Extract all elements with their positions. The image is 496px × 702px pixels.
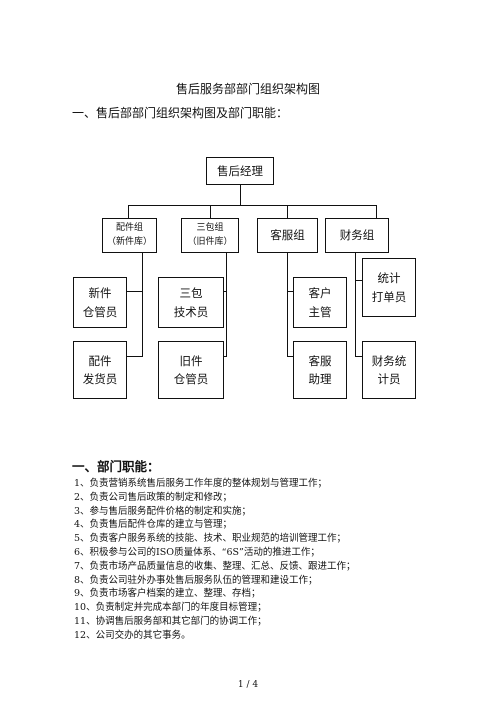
connector-group-4-up: [376, 205, 377, 218]
connector-service-trunk: [287, 253, 288, 357]
connector-parts-trunk: [142, 253, 143, 357]
duty-item: 10、负责制定并完成本部门的年度目标管理；: [74, 602, 267, 614]
connector-finance-trunk: [355, 253, 356, 357]
connector-root-down: [240, 185, 241, 205]
document-title: 售后服务部部门组织架构图: [175, 82, 320, 96]
duty-item: 3、参与售后服务配件价格的制定和实施；: [74, 505, 252, 517]
connector-group-3-up: [287, 205, 288, 218]
org-role-line1: 旧件: [179, 353, 203, 368]
duty-item: 4、负责售后配件仓库的建立与管理；: [74, 519, 233, 531]
connector-finance-branch-b: [355, 356, 362, 357]
org-role-line2: 发货员: [82, 372, 118, 386]
org-role-line2: 助理: [308, 372, 332, 386]
page-indicator: 1 / 4: [237, 680, 259, 690]
org-role-line1: 财务统: [371, 353, 407, 368]
duty-item: 5、负责客户服务系统的技能、技术、职业规范的培训管理工作；: [74, 533, 347, 545]
duty-item: 9、负责市场客户档案的建立、整理、存档；: [74, 588, 261, 600]
org-group-warranty-line2: （旧件库）: [187, 236, 233, 247]
org-role-line2: 打单员: [371, 289, 407, 304]
org-group-finance-line1: 财务组: [339, 228, 375, 243]
org-role-line1: 三包: [179, 286, 203, 301]
connector-service-branch-a: [287, 291, 293, 292]
org-group-warranty-line1: 三包组: [196, 223, 224, 233]
section-heading-duties: 一、部门职能：: [72, 459, 160, 474]
org-role-new-parts-keeper: 新件 仓管员: [73, 277, 127, 328]
org-group-parts: 配件组 （新件库）: [102, 218, 157, 253]
org-group-parts-line2: （新件库）: [106, 236, 152, 247]
org-role-line2: 主管: [308, 304, 332, 319]
org-role-parts-shipper: 配件 发货员: [73, 341, 127, 399]
connector-group-1-up: [128, 205, 129, 218]
org-root-box: 售后经理: [206, 157, 274, 185]
duty-item: 6、积极参与公司的ISO质量体系、“6S”活动的推进工作；: [74, 546, 320, 558]
org-role-warranty-technician: 三包 技术员: [158, 277, 224, 328]
org-root-label: 售后经理: [217, 163, 263, 178]
org-role-customer-supervisor: 客户 主管: [293, 277, 347, 328]
org-chart: 售后经理 配件组 （新件库） 三包组 （旧件库） 客服组 财务组 新件 仓管员 …: [73, 157, 416, 399]
org-role-line2: 仓管员: [173, 372, 209, 386]
org-role-line1: 统计: [377, 271, 401, 286]
org-role-statistics-clerk: 统计 打单员: [362, 258, 416, 317]
org-role-service-assistant: 客服 助理: [293, 341, 347, 399]
connector-service-branch-b: [287, 356, 293, 357]
org-role-line2: 计员: [377, 372, 401, 386]
connector-warranty-branch-a: [224, 291, 227, 292]
org-group-service: 客服组: [257, 218, 318, 253]
connector-warranty-branch-b: [224, 356, 227, 357]
org-role-old-parts-keeper: 旧件 仓管员: [158, 341, 224, 399]
duty-item: 11、协调售后服务部和其它部门的协调工作；: [74, 615, 267, 627]
connector-parts-branch-b: [127, 356, 143, 357]
org-role-line1: 配件: [88, 353, 112, 368]
org-role-line1: 新件: [88, 286, 112, 301]
connector-groups-bar: [128, 205, 377, 206]
org-group-warranty: 三包组 （旧件库）: [181, 218, 239, 253]
duty-item: 1、负责营销系统售后服务工作年度的整体规划与管理工作；: [74, 478, 328, 489]
org-group-service-line1: 客服组: [270, 228, 305, 243]
section-heading-org: 一、售后部部门组织架构图及部门职能：: [72, 106, 289, 120]
connector-warranty-trunk: [226, 253, 227, 357]
org-role-line2: 技术员: [173, 304, 209, 319]
duty-item: 7、负责市场产品质量信息的收集、整理、汇总、反馈、跟进工作；: [74, 560, 356, 572]
duty-item: 8、负责公司驻外办事处售后服务队伍的管理和建设工作；: [74, 574, 318, 586]
org-role-line2: 仓管员: [82, 304, 118, 319]
org-group-parts-line1: 配件组: [115, 223, 143, 233]
org-role-line1: 客服: [308, 353, 332, 368]
duty-item: 12、公司交办的其它事务。: [74, 629, 191, 641]
duties-list: 1、负责营销系统售后服务工作年度的整体规划与管理工作； 2、负责公司售后政策的制…: [74, 477, 356, 643]
connector-group-2-up: [210, 205, 211, 218]
org-role-line1: 客户: [308, 286, 332, 301]
duty-item: 2、负责公司售后政策的制定和修改；: [74, 491, 233, 503]
connector-parts-branch-a: [127, 291, 143, 292]
connector-finance-branch-a: [355, 280, 362, 281]
org-group-finance: 财务组: [325, 218, 389, 253]
org-role-finance-statistician: 财务统 计员: [362, 341, 416, 399]
